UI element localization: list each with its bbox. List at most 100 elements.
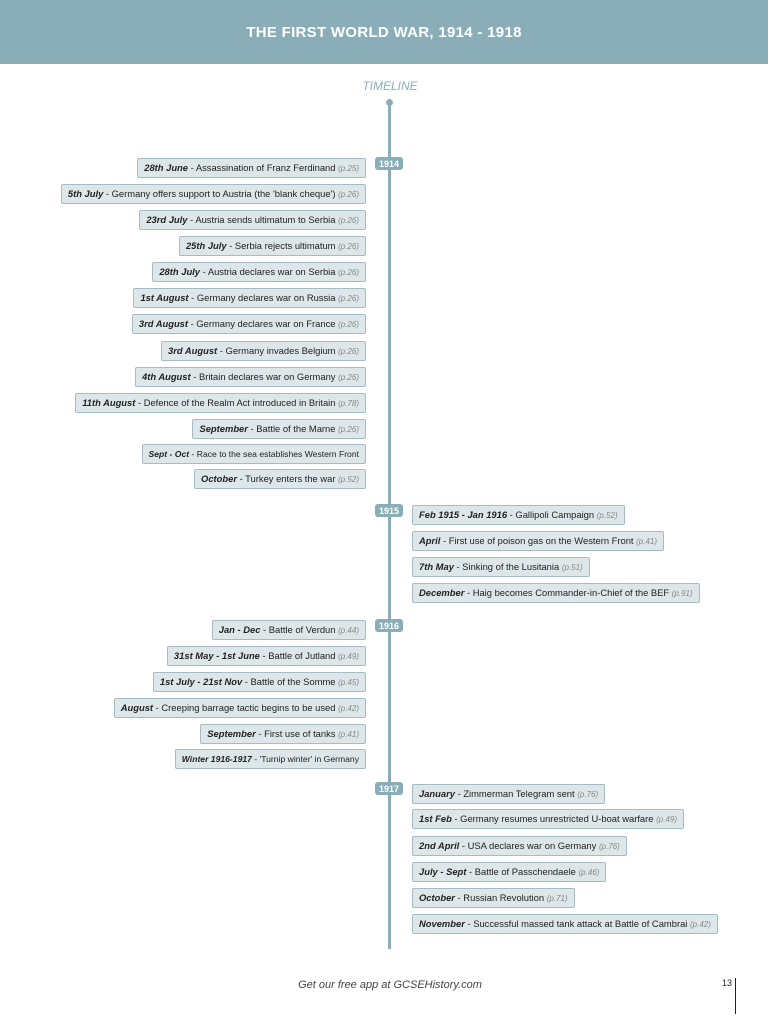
timeline-event: 2nd April - USA declares war on Germany …: [412, 836, 627, 856]
event-date: 4th August: [142, 371, 191, 382]
event-date: 5th July: [67, 188, 104, 199]
timeline-event: 23rd July - Austria sends ultimatum to S…: [139, 210, 366, 230]
timeline-event: September - Battle of the Marne (p.26): [192, 419, 366, 439]
event-text: Russian Revolution: [463, 892, 545, 903]
event-date: 3rd August: [138, 318, 189, 329]
event-text: Battle of the Somme: [250, 676, 336, 687]
event-text: Austria sends ultimatum to Serbia: [195, 214, 336, 225]
event-page-ref: (p.42): [689, 920, 711, 929]
event-text: Germany invades Belgium: [225, 345, 336, 356]
event-text: Gallipoli Campaign: [515, 509, 595, 520]
timeline-event: November - Successful massed tank attack…: [412, 914, 718, 934]
event-date: 2nd April: [419, 840, 460, 851]
year-badge-1916: 1916: [375, 619, 403, 632]
timeline-axis: [388, 103, 391, 949]
timeline-label: TIMELINE: [362, 79, 418, 93]
timeline-event: 5th July - Germany offers support to Aus…: [60, 184, 366, 204]
event-text: Haig becomes Commander-in-Chief of the B…: [472, 587, 670, 598]
event-text: Battle of Verdun: [268, 624, 336, 635]
timeline-event: April - First use of poison gas on the W…: [412, 531, 665, 551]
event-text: Race to the sea establishes Western Fron…: [196, 449, 359, 459]
event-date: 7th May: [419, 561, 454, 572]
event-text: Austria declares war on Serbia: [207, 266, 336, 277]
event-date: September: [207, 728, 256, 739]
timeline-event: October - Russian Revolution (p.71): [412, 888, 575, 908]
event-page-ref: (p.78): [338, 399, 359, 408]
timeline-event: October - Turkey enters the war (p.52): [194, 469, 366, 489]
event-date: 1st July - 21st Nov: [159, 676, 243, 687]
timeline-event: December - Haig becomes Commander-in-Chi…: [412, 583, 700, 603]
event-text: Defence of the Realm Act introduced in B…: [143, 397, 336, 408]
event-text: USA declares war on Germany: [467, 840, 597, 851]
event-page-ref: (p.25): [338, 164, 359, 173]
event-date: 31st May - 1st June: [173, 650, 260, 661]
event-text: Britain declares war on Germany: [198, 371, 336, 382]
event-date: Winter 1916-1917: [181, 754, 252, 764]
timeline-event: 1st August - Germany declares war on Rus…: [133, 288, 366, 308]
timeline-event: 11th August - Defence of the Realm Act i…: [75, 393, 366, 413]
event-page-ref: (p.42): [338, 704, 359, 713]
event-date: Feb 1915 - Jan 1916: [419, 509, 508, 520]
event-page-ref: (p.41): [636, 537, 658, 546]
event-page-ref: (p.26): [338, 425, 359, 434]
year-badge-1915: 1915: [375, 504, 403, 517]
event-page-ref: (p.26): [338, 190, 359, 199]
page-number: 13: [722, 978, 733, 988]
event-page-ref: (p.49): [656, 815, 677, 824]
timeline-event: 3rd August - Germany declares war on Fra…: [131, 314, 366, 334]
timeline-event: August - Creeping barrage tactic begins …: [113, 698, 366, 718]
event-text: First use of tanks: [264, 728, 336, 739]
event-date: 23rd July: [146, 214, 188, 225]
event-page-ref: (p.26): [338, 373, 359, 382]
event-page-ref: (p.26): [338, 320, 359, 329]
timeline-start-dot: [386, 99, 393, 106]
event-date: September: [199, 423, 248, 434]
event-date: 1st Feb: [419, 813, 452, 824]
year-badge-1914: 1914: [375, 157, 403, 170]
event-date: 3rd August: [168, 345, 218, 356]
timeline-event: Jan - Dec - Battle of Verdun (p.44): [211, 620, 366, 640]
timeline-event: Feb 1915 - Jan 1916 - Gallipoli Campaign…: [412, 505, 625, 525]
event-page-ref: (p.41): [338, 730, 359, 739]
page-header: THE FIRST WORLD WAR, 1914 - 1918: [0, 0, 768, 64]
event-text: Sinking of the Lusitania: [462, 561, 560, 572]
timeline-event: 25th July - Serbia rejects ultimatum (p.…: [178, 236, 366, 256]
event-date: 1st August: [140, 292, 189, 303]
event-page-ref: (p.71): [546, 894, 568, 903]
timeline-event: 1st July - 21st Nov - Battle of the Somm…: [152, 672, 366, 692]
event-text: Creeping barrage tactic begins to be use…: [161, 702, 336, 713]
timeline-event: 4th August - Britain declares war on Ger…: [135, 367, 366, 387]
event-page-ref: (p.45): [338, 678, 359, 687]
event-date: August: [120, 702, 154, 713]
timeline-event: 31st May - 1st June - Battle of Jutland …: [166, 646, 366, 666]
event-page-ref: (p.26): [338, 216, 359, 225]
event-page-ref: (p.52): [596, 511, 618, 520]
event-page-ref: (p.26): [338, 347, 359, 356]
event-date: November: [419, 918, 465, 929]
event-date: 25th July: [185, 240, 227, 251]
timeline-event: September - First use of tanks (p.41): [200, 724, 366, 744]
year-badge-1917: 1917: [375, 782, 403, 795]
event-date: Jan - Dec: [218, 624, 261, 635]
event-text: Zimmerman Telegram sent: [463, 788, 575, 799]
event-text: Assassination of Franz Ferdinand: [195, 162, 336, 173]
event-date: October: [201, 473, 237, 484]
event-text: Battle of the Marne: [256, 423, 336, 434]
event-page-ref: (p.91): [671, 589, 693, 598]
timeline-event: Winter 1916-1917 - 'Turnip winter' in Ge…: [174, 749, 366, 769]
event-text: Germany declares war on Russia: [196, 292, 336, 303]
page-edge-rule: [735, 978, 736, 1014]
event-page-ref: (p.46): [578, 868, 600, 877]
timeline-event: 7th May - Sinking of the Lusitania (p.51…: [412, 557, 590, 577]
event-text: Battle of Jutland: [268, 650, 336, 661]
timeline-event: 28th July - Austria declares war on Serb…: [152, 262, 366, 282]
timeline-event: 3rd August - Germany invades Belgium (p.…: [161, 341, 366, 361]
page-title: THE FIRST WORLD WAR, 1914 - 1918: [246, 23, 522, 41]
timeline-event: Sept - Oct - Race to the sea establishes…: [141, 444, 366, 464]
event-text: Battle of Passchendaele: [474, 866, 576, 877]
event-page-ref: (p.26): [338, 294, 359, 303]
event-text: Turkey enters the war: [245, 473, 336, 484]
event-page-ref: (p.76): [577, 790, 599, 799]
event-date: December: [419, 587, 465, 598]
event-date: July - Sept: [419, 866, 467, 877]
